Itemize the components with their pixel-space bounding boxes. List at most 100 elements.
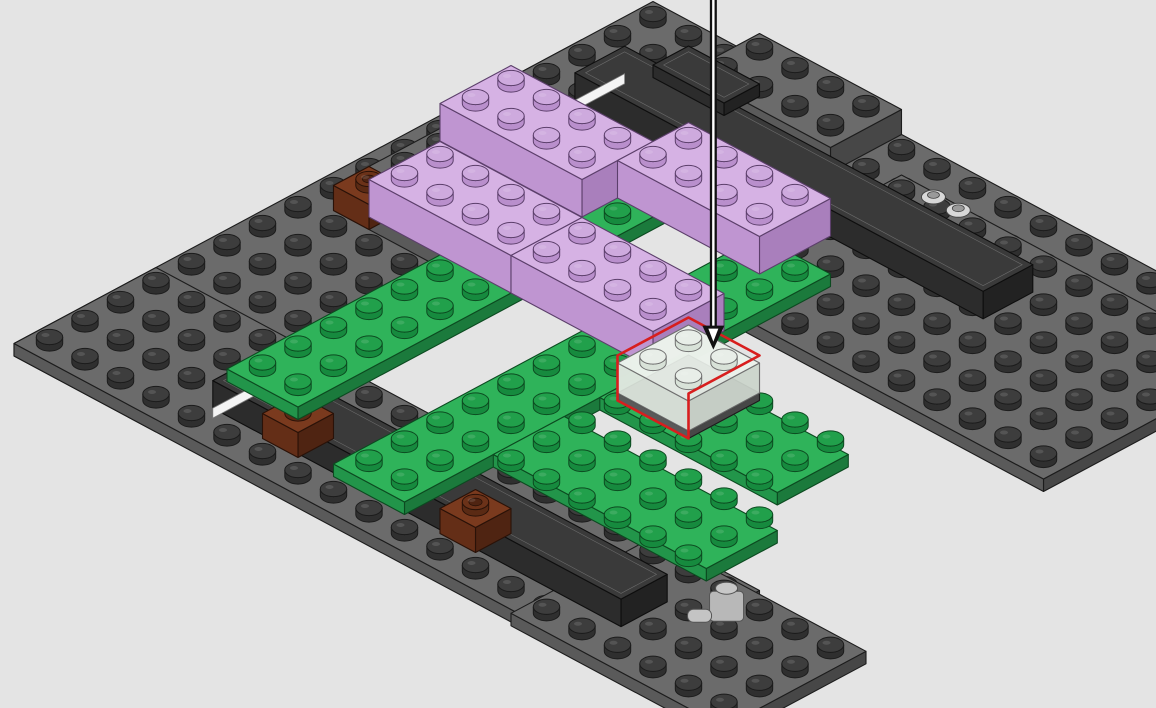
stud xyxy=(1101,370,1127,392)
stud xyxy=(143,386,169,408)
stud xyxy=(711,694,737,708)
stud xyxy=(249,253,275,275)
stud xyxy=(569,108,595,130)
stud xyxy=(817,114,843,136)
stud xyxy=(995,389,1021,411)
stud xyxy=(72,348,98,370)
stud xyxy=(782,618,808,640)
stud xyxy=(1030,408,1056,430)
stud xyxy=(1066,427,1092,449)
stud xyxy=(427,298,453,320)
stud xyxy=(782,450,808,472)
stud xyxy=(782,95,808,117)
stud xyxy=(320,355,346,377)
stud xyxy=(533,203,559,225)
stud xyxy=(498,450,524,472)
stud xyxy=(178,253,204,275)
clip-stud xyxy=(716,582,738,594)
stud xyxy=(391,519,417,541)
stud xyxy=(604,431,630,453)
stud xyxy=(391,279,417,301)
stud xyxy=(711,526,737,548)
stud xyxy=(675,545,701,567)
stud xyxy=(285,272,311,294)
stud xyxy=(711,450,737,472)
stud xyxy=(924,313,950,335)
stud xyxy=(462,89,488,111)
stud xyxy=(853,351,879,373)
stud xyxy=(675,637,701,659)
stud xyxy=(782,57,808,79)
round-plate xyxy=(946,203,970,217)
stud xyxy=(285,196,311,218)
stud xyxy=(143,272,169,294)
stud xyxy=(498,108,524,130)
stud xyxy=(888,294,914,316)
stud xyxy=(569,450,595,472)
stud xyxy=(640,349,666,371)
stud xyxy=(746,203,772,225)
stud xyxy=(462,165,488,187)
stud xyxy=(1066,234,1092,256)
stud xyxy=(462,393,488,415)
stud xyxy=(746,637,772,659)
stud xyxy=(1137,351,1156,373)
stud xyxy=(1101,332,1127,354)
stud xyxy=(462,557,488,579)
stud xyxy=(1066,389,1092,411)
stud xyxy=(498,222,524,244)
stud xyxy=(1101,294,1127,316)
stud xyxy=(427,184,453,206)
stud xyxy=(924,158,950,180)
stud xyxy=(675,368,701,390)
stud xyxy=(143,348,169,370)
stud xyxy=(356,450,382,472)
stud xyxy=(640,526,666,548)
stud xyxy=(569,222,595,244)
stud xyxy=(427,146,453,168)
stud xyxy=(569,374,595,396)
stud xyxy=(817,294,843,316)
stud xyxy=(462,431,488,453)
stud xyxy=(782,412,808,434)
arrow-shaft-inner xyxy=(712,0,714,328)
stud xyxy=(107,291,133,313)
stud xyxy=(675,330,701,352)
stud xyxy=(604,637,630,659)
stud xyxy=(533,431,559,453)
stud xyxy=(1066,275,1092,297)
stud xyxy=(817,332,843,354)
stud xyxy=(569,44,595,66)
stud xyxy=(604,507,630,529)
stud xyxy=(675,507,701,529)
clip-body xyxy=(710,591,744,621)
stud xyxy=(675,127,701,149)
stud xyxy=(1030,332,1056,354)
stud xyxy=(1030,446,1056,468)
stud xyxy=(746,279,772,301)
stud xyxy=(746,507,772,529)
stud xyxy=(853,275,879,297)
stud xyxy=(569,260,595,282)
stud xyxy=(498,576,524,598)
stud xyxy=(782,260,808,282)
stud xyxy=(640,6,666,28)
stud xyxy=(746,599,772,621)
stud xyxy=(569,146,595,168)
stud xyxy=(285,462,311,484)
stud xyxy=(604,203,630,225)
stud xyxy=(640,488,666,510)
stud xyxy=(995,196,1021,218)
stud xyxy=(640,656,666,678)
stud xyxy=(249,355,275,377)
stud xyxy=(640,450,666,472)
stud xyxy=(533,355,559,377)
stud xyxy=(1101,408,1127,430)
stud xyxy=(143,310,169,332)
stud xyxy=(214,272,240,294)
stud xyxy=(1030,215,1056,237)
stud xyxy=(569,412,595,434)
stud xyxy=(391,165,417,187)
